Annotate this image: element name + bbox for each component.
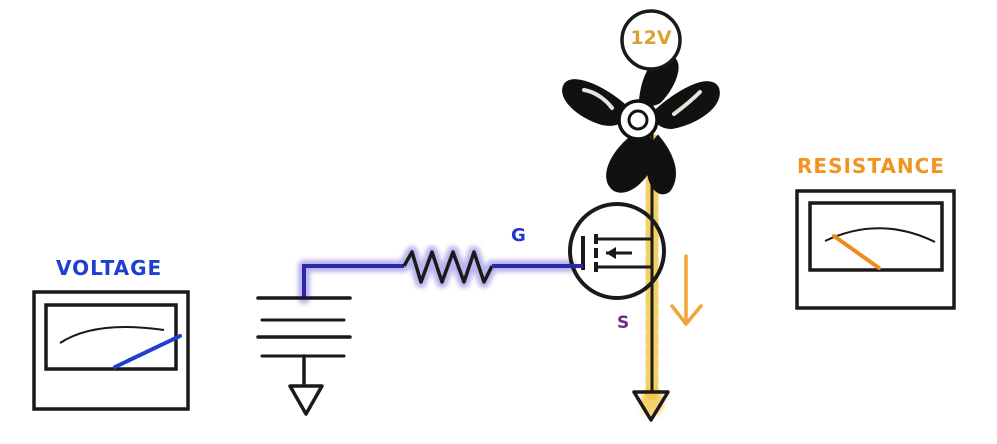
ground-icon	[632, 390, 670, 422]
supply-voltage-label: 12V	[630, 27, 672, 49]
battery-icon	[256, 296, 352, 385]
mosfet-icon	[568, 202, 666, 300]
supply-node	[620, 9, 682, 71]
resistance-meter-title: RESISTANCE	[797, 154, 945, 178]
gate-label: G	[511, 225, 527, 246]
source-label: S	[617, 313, 631, 333]
current-arrow	[670, 254, 703, 326]
resistance-meter	[795, 189, 956, 310]
voltage-needle	[113, 334, 182, 369]
resistor-icon	[402, 250, 494, 284]
fan-icon	[562, 54, 720, 195]
voltage-meter	[32, 290, 190, 411]
gate-wire	[298, 246, 576, 304]
voltage-meter-title: VOLTAGE	[56, 256, 163, 280]
ground-icon	[288, 384, 324, 416]
resistance-needle	[832, 234, 881, 270]
